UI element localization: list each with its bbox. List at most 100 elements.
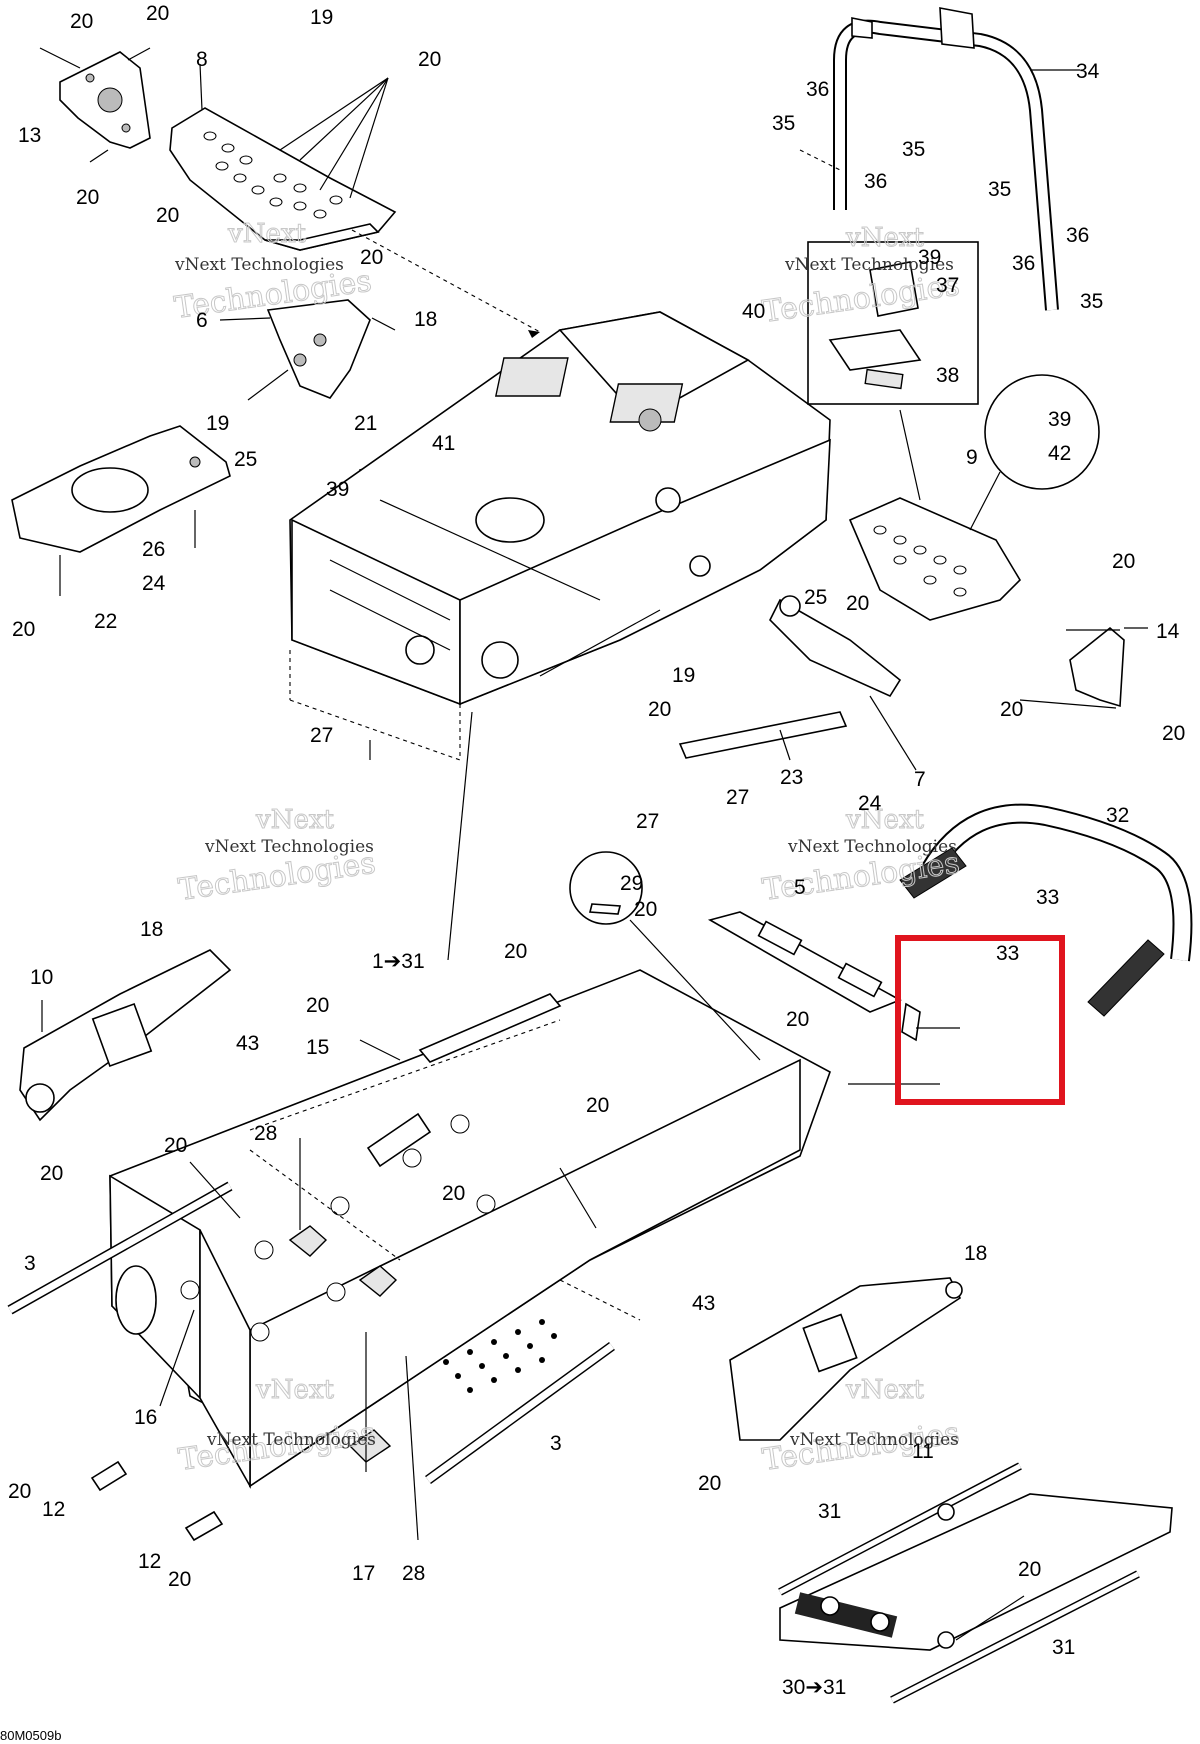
callout-label: 40 [742, 300, 765, 323]
callout-label: 6 [196, 309, 208, 332]
callout-label: 27 [636, 810, 659, 833]
callout-label: 20 [1112, 550, 1135, 573]
callout-label: 20 [70, 10, 93, 33]
callout-label: 17 [352, 1562, 375, 1585]
callout-label: 5 [794, 876, 806, 899]
callout-label: 15 [306, 1036, 329, 1059]
callout-label: 34 [1076, 60, 1100, 83]
callout-label: 20 [1018, 1558, 1041, 1581]
callout-label: 42 [1048, 442, 1071, 465]
svg-text:vNext: vNext [255, 805, 334, 835]
callout-label: 20 [156, 204, 179, 227]
detail-circle-39-42 [984, 374, 1100, 490]
part-3-rods [7, 1181, 615, 1485]
callout-label: 19 [672, 664, 695, 687]
part-8-footrest [169, 63, 541, 338]
callout-label: 20 [8, 1480, 31, 1503]
callout-label: 33 [996, 942, 1019, 965]
callout-label: 43 [692, 1292, 715, 1315]
callout-label: 11 [912, 1440, 934, 1463]
callout-label: 20 [164, 1134, 187, 1157]
callout-label: 41 [432, 432, 455, 455]
callout-label: 14 [1156, 620, 1180, 643]
svg-text:vNext: vNext [845, 1375, 924, 1405]
callout-label: 12 [138, 1550, 161, 1573]
callout-label: 20 [648, 698, 671, 721]
callout-label: 3 [550, 1432, 562, 1455]
callout-label: 36 [1012, 252, 1035, 275]
part-7-lever [769, 595, 917, 771]
detail-circle-29 [569, 851, 761, 1061]
svg-text:vNext: vNext [255, 1375, 334, 1405]
callout-label: 23 [780, 766, 803, 789]
svg-text:vNext Technologies: vNext Technologies [789, 1430, 959, 1450]
callout-label: 20 [1162, 722, 1185, 745]
callout-label: 10 [30, 966, 53, 989]
callout-label: 39 [1048, 408, 1071, 431]
callout-label: 3 [24, 1252, 36, 1275]
lower-tunnel [109, 969, 831, 1490]
part-23-plate [678, 711, 848, 761]
part-34-grab-bar [799, 7, 1080, 311]
callout-label: 36 [806, 78, 829, 101]
callout-label: 39 [918, 246, 941, 269]
main-chassis [289, 311, 831, 961]
callout-label: 18 [414, 308, 437, 331]
callout-label: 35 [772, 112, 795, 135]
callout-label: 32 [1106, 804, 1129, 827]
callout-label: 20 [586, 1094, 609, 1117]
part-9-footrest [848, 374, 1100, 621]
callout-label: 19 [206, 412, 229, 435]
callout-label: 20 [418, 48, 441, 71]
callout-label: 35 [1080, 290, 1103, 313]
callout-label: 22 [94, 610, 117, 633]
callout-label: 20 [306, 994, 329, 1017]
svg-text:vNext: vNext [845, 805, 924, 835]
callout-label: 36 [1066, 224, 1089, 247]
callout-label: 16 [134, 1406, 157, 1429]
highlight-box [895, 935, 1065, 1105]
callout-label: 20 [360, 246, 383, 269]
callout-label: 7 [914, 768, 926, 791]
callout-label: 25 [804, 586, 827, 609]
svg-text:vNext Technologies: vNext Technologies [787, 837, 957, 857]
callout-label: 39 [326, 478, 349, 501]
part-5-plate [707, 911, 960, 1085]
part-22-cover [11, 425, 231, 596]
callout-label: 20 [634, 898, 657, 921]
callout-label: 1➔31 [372, 950, 425, 973]
callout-label: 20 [168, 1568, 191, 1591]
callout-label: 29 [620, 872, 643, 895]
part-11-mount [729, 1277, 963, 1441]
callout-label: 20 [442, 1182, 465, 1205]
callout-label: 25 [234, 448, 257, 471]
callout-label: 12 [42, 1498, 65, 1521]
callout-label: 20 [786, 1008, 809, 1031]
part-14-bracket [1069, 626, 1148, 708]
callout-label: 30➔31 [782, 1676, 846, 1699]
callout-label: 28 [254, 1122, 277, 1145]
callout-label: 26 [142, 538, 165, 561]
callout-label: 24 [142, 572, 166, 595]
part-32-handle [899, 803, 1193, 1017]
svg-text:vNext: vNext [227, 219, 306, 249]
leader-lines [159, 629, 1120, 1641]
callout-label: 36 [864, 170, 887, 193]
callout-label: 20 [1000, 698, 1023, 721]
callout-label: 28 [402, 1562, 425, 1585]
callout-label: 13 [18, 124, 41, 147]
callout-label: 20 [698, 1472, 721, 1495]
svg-text:vNext: vNext [845, 223, 924, 253]
callout-label: 8 [196, 48, 208, 71]
inset-box-37-38 [807, 241, 979, 501]
callout-label: 35 [902, 138, 925, 161]
part-12-brackets [90, 1460, 224, 1542]
callout-label: 33 [1036, 886, 1059, 909]
callout-label: 20 [76, 186, 99, 209]
callout-label: 18 [140, 918, 163, 941]
callout-label: 9 [966, 446, 978, 469]
svg-text:vNext Technologies: vNext Technologies [206, 1430, 376, 1450]
callout-label: 35 [988, 178, 1011, 201]
callout-label: 27 [310, 724, 333, 747]
